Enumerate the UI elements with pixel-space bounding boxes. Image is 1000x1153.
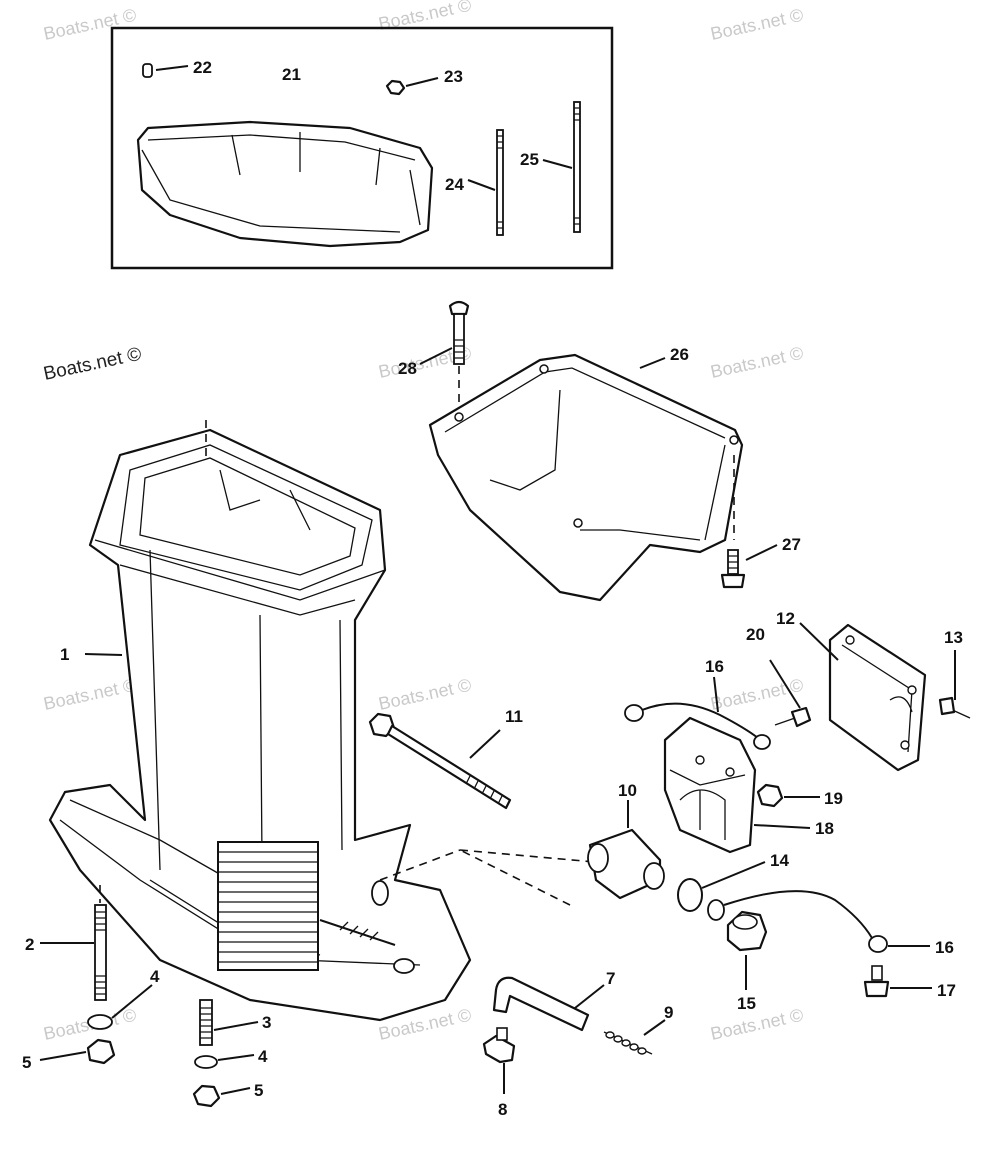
part-11-bolt (368, 712, 512, 810)
part-16-ground-strap (624, 702, 771, 750)
part-28-bolt (448, 300, 470, 365)
callout-16b: 16 (935, 938, 954, 957)
part-3-stud (199, 999, 213, 1046)
callout-20: 20 (746, 625, 765, 644)
callouts: 22 21 23 24 25 28 26 27 12 20 13 16 1 11… (22, 58, 963, 1119)
part-12-plate (828, 623, 927, 772)
callout-28: 28 (398, 359, 417, 378)
watermark: Boats.net © (709, 5, 805, 44)
part-13-screw (938, 696, 971, 719)
part-5-nut (192, 1084, 221, 1108)
part-17-screw (863, 965, 890, 998)
callout-27: 27 (782, 535, 801, 554)
part-8-fitting (482, 1027, 516, 1064)
callout-10: 10 (618, 781, 637, 800)
part-5-nut (86, 1038, 116, 1065)
inset-box (110, 26, 614, 270)
callout-21: 21 (282, 65, 301, 84)
watermark: Boats.net © (709, 343, 805, 382)
callout-11: 11 (505, 707, 523, 726)
part-4-washer (87, 1014, 113, 1030)
callout-26: 26 (670, 345, 689, 364)
part-2-stud (94, 904, 107, 1001)
part-20-screw (774, 706, 812, 728)
callout-23: 23 (444, 67, 463, 86)
part-27-bolt (720, 549, 746, 589)
part-9-spring (603, 1031, 653, 1055)
callout-18: 18 (815, 819, 834, 838)
callout-4a: 4 (150, 967, 160, 986)
callout-7: 7 (606, 969, 615, 988)
part-22-plug (142, 63, 153, 78)
callout-8: 8 (498, 1100, 507, 1119)
part-16-ground-strap (707, 890, 888, 953)
callout-4b: 4 (258, 1047, 268, 1066)
callout-5a: 5 (22, 1053, 31, 1072)
part-23-nut (385, 79, 406, 96)
callout-16a: 16 (705, 657, 724, 676)
callout-15: 15 (737, 994, 756, 1013)
callout-1: 1 (60, 645, 69, 664)
callout-24: 24 (445, 175, 464, 194)
callout-25: 25 (520, 150, 539, 169)
watermark: Boats.net © (42, 5, 138, 44)
callout-19: 19 (824, 789, 843, 808)
callout-14: 14 (770, 851, 789, 870)
callout-12: 12 (776, 609, 795, 628)
part-1-driveshaft-housing (48, 428, 472, 1022)
part-26-cover (428, 353, 744, 602)
callout-17: 17 (937, 981, 956, 1000)
part-21-inset-housing (136, 120, 434, 248)
callout-13: 13 (944, 628, 963, 647)
watermark: Boats.net © (42, 675, 138, 714)
callout-3: 3 (262, 1013, 271, 1032)
part-18-bracket (663, 716, 757, 854)
watermark: Boats.net © (42, 344, 144, 385)
part-7-tube (492, 976, 590, 1032)
watermark: Boats.net © (377, 675, 473, 714)
part-24-stud (496, 129, 504, 236)
part-10-mount (587, 828, 665, 900)
part-14-washer (677, 878, 703, 912)
part-25-stud (573, 101, 581, 233)
watermark: Boats.net © (709, 1005, 805, 1044)
callout-5b: 5 (254, 1081, 263, 1100)
callout-9: 9 (664, 1003, 673, 1022)
callout-22: 22 (193, 58, 212, 77)
callout-2: 2 (25, 935, 34, 954)
part-19-nut (756, 783, 784, 808)
part-15-nut (726, 910, 768, 952)
part-4-washer (194, 1055, 218, 1069)
